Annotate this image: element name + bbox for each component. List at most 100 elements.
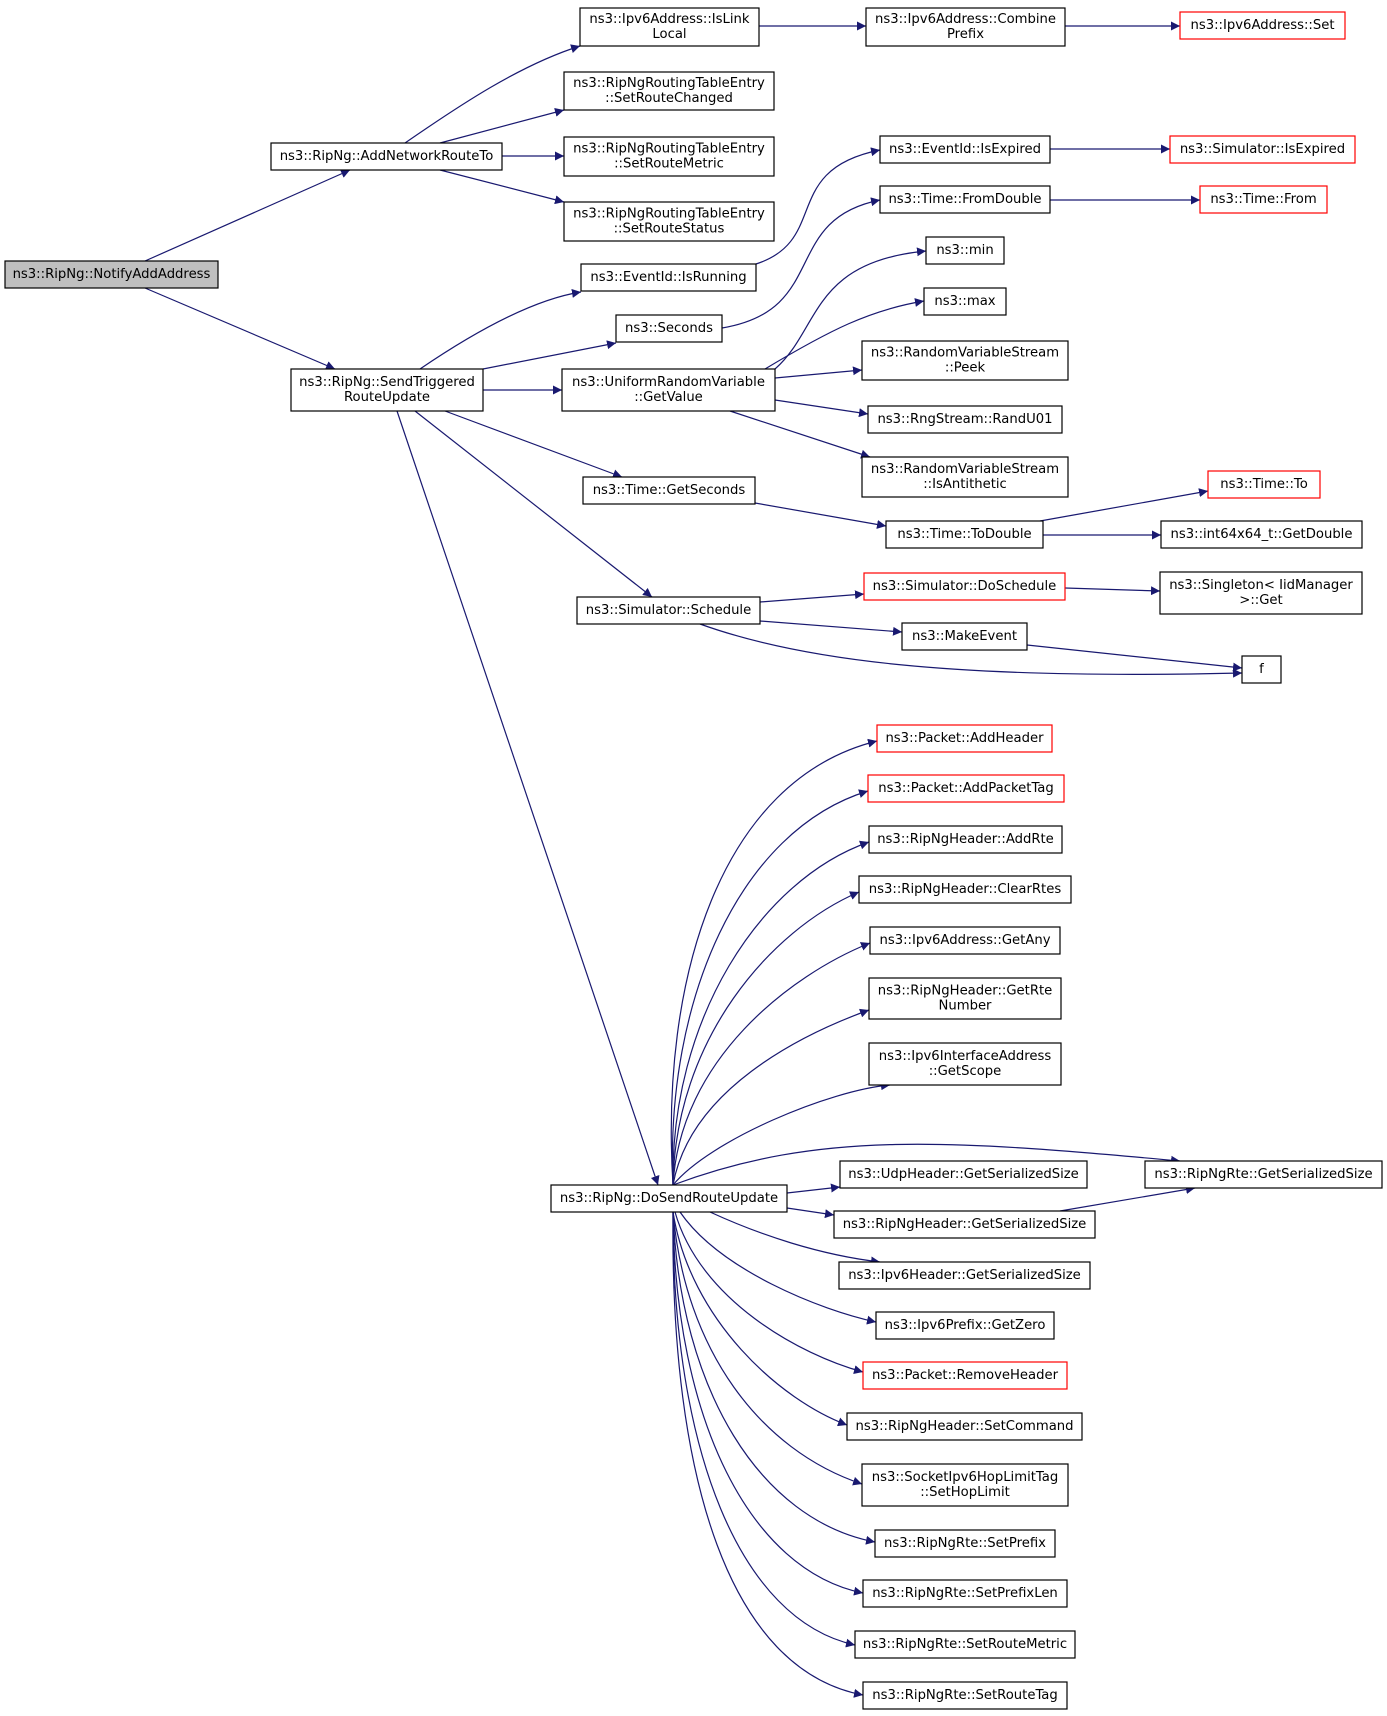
node-setRouteMetricE[interactable]: ns3::RipNgRoutingTableEntry::SetRouteMet…: [563, 136, 775, 177]
node-makeEvent[interactable]: ns3::MakeEvent: [901, 622, 1028, 651]
node-label: ns3::int64x64_t::GetDouble: [1171, 527, 1353, 542]
edges-layer: [144, 21, 1243, 1698]
node-f[interactable]: f: [1241, 655, 1282, 684]
node-label: ::GetScope: [929, 1064, 1002, 1079]
node-label: ns3::RipNgRte::SetPrefixLen: [872, 1586, 1058, 1601]
node-label: ns3::Time::ToDouble: [897, 527, 1031, 542]
node-addRte[interactable]: ns3::RipNgHeader::AddRte: [868, 825, 1063, 854]
node-label: ns3::RipNgHeader::ClearRtes: [869, 882, 1062, 897]
node-label: ns3::RipNgHeader::SetCommand: [855, 1419, 1073, 1434]
node-randU01[interactable]: ns3::RngStream::RandU01: [867, 405, 1063, 434]
node-box-min: [925, 236, 1005, 265]
node-ipv6Set[interactable]: ns3::Ipv6Address::Set: [1179, 11, 1346, 40]
node-box-getRteNumber: [868, 977, 1062, 1020]
node-box-notifyAddAddress: [4, 260, 219, 289]
edge-sendTriggered-to-isRunning: [419, 288, 582, 370]
node-isExpired[interactable]: ns3::EventId::IsExpired: [879, 135, 1051, 164]
node-setRouteStatus[interactable]: ns3::RipNgRoutingTableEntry::SetRouteSta…: [563, 201, 775, 242]
edge-toDouble-to-timeTo: [1039, 488, 1209, 522]
node-setCommand[interactable]: ns3::RipNgHeader::SetCommand: [846, 1412, 1083, 1441]
node-fromDouble[interactable]: ns3::Time::FromDouble: [879, 185, 1051, 214]
edge-getValue-to-isAntithetic: [729, 410, 871, 459]
node-setRouteChanged[interactable]: ns3::RipNgRoutingTableEntry::SetRouteCha…: [563, 71, 775, 111]
node-box-peek: [861, 340, 1069, 381]
node-clearRtes[interactable]: ns3::RipNgHeader::ClearRtes: [858, 875, 1072, 904]
node-label: Local: [652, 27, 686, 42]
node-box-schedule: [576, 596, 761, 625]
edge-schedule-to-doSchedule: [759, 590, 865, 603]
node-label: ns3::RipNgRte::SetRouteMetric: [863, 1637, 1067, 1652]
node-box-setPrefix: [874, 1529, 1056, 1558]
node-getAny[interactable]: ns3::Ipv6Address::GetAny: [869, 926, 1061, 955]
edge-sendTriggered-to-seconds: [482, 340, 617, 370]
node-getSeconds[interactable]: ns3::Time::GetSeconds: [582, 476, 756, 505]
node-removeHeader[interactable]: ns3::Packet::RemoveHeader: [862, 1361, 1068, 1390]
node-box-timeTo: [1207, 470, 1321, 499]
node-getScope[interactable]: ns3::Ipv6InterfaceAddress::GetScope: [868, 1042, 1062, 1086]
node-peek[interactable]: ns3::RandomVariableStream::Peek: [861, 340, 1069, 381]
node-udpSize[interactable]: ns3::UdpHeader::GetSerializedSize: [839, 1160, 1088, 1189]
node-label: ns3::RipNgRoutingTableEntry: [573, 207, 765, 222]
node-label: ::Peek: [945, 361, 986, 376]
edge-getValue-to-peek: [774, 366, 863, 379]
edge-makeEvent-to-f: [1026, 644, 1243, 672]
node-rteSize[interactable]: ns3::RipNgRte::GetSerializedSize: [1144, 1160, 1383, 1189]
edge-doSendRouteUpdate-to-setRouteMetric: [672, 1211, 856, 1648]
node-simIsExpired[interactable]: ns3::Simulator::IsExpired: [1169, 135, 1356, 164]
edge-doSendRouteUpdate-to-setHopLimit: [672, 1211, 863, 1486]
node-label: ns3::RipNgHeader::GetRte: [878, 984, 1053, 999]
node-singletonGet[interactable]: ns3::Singleton< IidManager>::Get: [1159, 571, 1363, 615]
node-timeFrom[interactable]: ns3::Time::From: [1199, 185, 1328, 214]
node-setPrefixLen[interactable]: ns3::RipNgRte::SetPrefixLen: [862, 1579, 1068, 1608]
node-notifyAddAddress[interactable]: ns3::RipNg::NotifyAddAddress: [4, 260, 219, 289]
edge-doSendRouteUpdate-to-headerSize: [786, 1207, 835, 1219]
node-getDouble[interactable]: ns3::int64x64_t::GetDouble: [1160, 520, 1363, 549]
node-box-addPacketTag: [867, 774, 1065, 803]
node-seconds[interactable]: ns3::Seconds: [615, 314, 723, 343]
node-label: ::GetValue: [634, 390, 703, 405]
node-setPrefix[interactable]: ns3::RipNgRte::SetPrefix: [874, 1529, 1056, 1558]
node-setRouteTag[interactable]: ns3::RipNgRte::SetRouteTag: [862, 1681, 1068, 1710]
edge-doSendRouteUpdate-to-getScope: [672, 1081, 891, 1186]
edge-notifyAddAddress-to-sendTriggered: [144, 287, 336, 370]
node-addHeader[interactable]: ns3::Packet::AddHeader: [876, 724, 1053, 753]
node-box-ipv6HeaderSize: [838, 1261, 1091, 1290]
node-label: ns3::Singleton< IidManager: [1169, 578, 1353, 593]
node-getValue[interactable]: ns3::UniformRandomVariable::GetValue: [561, 368, 776, 412]
node-label: ns3::Ipv6InterfaceAddress: [879, 1049, 1052, 1064]
node-addPacketTag[interactable]: ns3::Packet::AddPacketTag: [867, 774, 1065, 803]
node-schedule[interactable]: ns3::Simulator::Schedule: [576, 596, 761, 625]
node-box-getDouble: [1160, 520, 1363, 549]
node-getZero[interactable]: ns3::Ipv6Prefix::GetZero: [875, 1311, 1055, 1340]
node-toDouble[interactable]: ns3::Time::ToDouble: [885, 520, 1044, 549]
node-setHopLimit[interactable]: ns3::SocketIpv6HopLimitTag::SetHopLimit: [861, 1463, 1069, 1507]
node-max[interactable]: ns3::max: [923, 287, 1007, 316]
edge-doSendRouteUpdate-to-removeHeader: [674, 1211, 864, 1374]
node-addNetworkRouteTo[interactable]: ns3::RipNg::AddNetworkRouteTo: [270, 142, 503, 171]
node-timeTo[interactable]: ns3::Time::To: [1207, 470, 1321, 499]
node-box-makeEvent: [901, 622, 1028, 651]
node-ipv6HeaderSize[interactable]: ns3::Ipv6Header::GetSerializedSize: [838, 1261, 1091, 1290]
node-box-getZero: [875, 1311, 1055, 1340]
node-doSchedule[interactable]: ns3::Simulator::DoSchedule: [863, 572, 1066, 601]
node-label: ns3::EventId::IsExpired: [889, 142, 1041, 157]
node-label: ::SetHopLimit: [920, 1485, 1010, 1500]
edge-doSendRouteUpdate-to-udpSize: [786, 1183, 841, 1194]
node-isAntithetic[interactable]: ns3::RandomVariableStream::IsAntithetic: [861, 456, 1069, 498]
node-isRunning[interactable]: ns3::EventId::IsRunning: [580, 263, 757, 292]
node-label: ns3::max: [934, 294, 995, 309]
edge-doSendRouteUpdate-to-setCommand: [672, 1211, 848, 1427]
node-headerSize[interactable]: ns3::RipNgHeader::GetSerializedSize: [833, 1210, 1096, 1239]
node-setRouteMetric[interactable]: ns3::RipNgRte::SetRouteMetric: [854, 1630, 1076, 1659]
node-label: ns3::min: [936, 243, 993, 258]
node-doSendRouteUpdate[interactable]: ns3::RipNg::DoSendRouteUpdate: [550, 1184, 788, 1213]
node-label: ns3::Packet::RemoveHeader: [872, 1368, 1059, 1383]
edge-getValue-to-randU01: [774, 399, 869, 418]
node-min[interactable]: ns3::min: [925, 236, 1005, 265]
node-label: ns3::Ipv6Address::IsLink: [589, 12, 749, 27]
